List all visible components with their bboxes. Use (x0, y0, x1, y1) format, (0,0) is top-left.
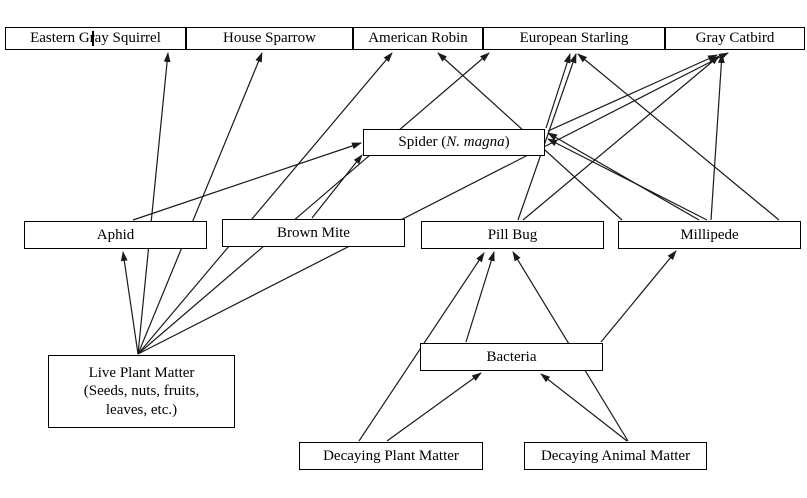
edge-decaying_plant_matter-to-bacteria (386, 372, 482, 442)
node-bacteria: Bacteria (420, 343, 603, 371)
node-aphid: Aphid (24, 221, 207, 249)
edge-bacteria-to-pill_bug (465, 251, 495, 343)
edge-spider-to-starling (545, 53, 571, 129)
node-label: Decaying Animal Matter (540, 447, 691, 464)
edge-live_plant_matter-to-catbird (137, 52, 729, 355)
node-spider: Spider (N. magna) (363, 129, 545, 156)
edge-spider-to-catbird (547, 54, 718, 132)
edge-brown_mite-to-spider (311, 154, 363, 219)
edge-live_plant_matter-to-squirrel (137, 52, 171, 355)
edge-millipede-to-spider (547, 132, 700, 221)
node-label: Decaying Plant Matter (323, 447, 459, 464)
node-label: Gray Catbird (695, 30, 775, 47)
node-label: Pill Bug (487, 226, 538, 243)
edge-millipede-to-catbird (710, 53, 725, 221)
edge-millipede-to-starling (577, 53, 780, 221)
node-millipede: Millipede (618, 221, 801, 249)
node-european-starling: European Starling (483, 27, 665, 50)
edge-pill_bug-to-starling (517, 53, 577, 221)
node-label: Aphid (96, 226, 135, 243)
node-label: American Robin (368, 30, 468, 47)
edge-pill_bug-to-catbird (522, 55, 720, 221)
node-live-plant-matter: Live Plant Matter (Seeds, nuts, fruits, … (48, 355, 235, 428)
edge-bacteria-to-millipede (600, 250, 677, 343)
node-decaying-plant-matter: Decaying Plant Matter (299, 442, 483, 470)
node-label: Millipede (680, 226, 739, 243)
node-american-robin: American Robin (353, 27, 483, 50)
edge-live_plant_matter-to-starling (137, 52, 490, 355)
edge-live_plant_matter-to-sparrow (137, 52, 263, 355)
node-eastern-gray-squirrel: Eastern Gray Squirrel (5, 27, 186, 50)
node-label: House Sparrow (223, 30, 316, 47)
node-brown-mite: Brown Mite (222, 219, 405, 247)
node-label: Eastern Gray Squirrel (30, 30, 161, 47)
node-label: Spider (N. magna) (398, 134, 510, 151)
node-label: Live Plant Matter (Seeds, nuts, fruits, … (83, 365, 200, 418)
node-gray-catbird: Gray Catbird (665, 27, 805, 50)
edge-live_plant_matter-to-aphid (120, 251, 139, 355)
node-pill-bug: Pill Bug (421, 221, 604, 249)
node-label: European Starling (519, 30, 629, 47)
text-cursor (92, 31, 94, 46)
node-decaying-animal-matter: Decaying Animal Matter (524, 442, 707, 470)
edge-decaying_animal_matter-to-bacteria (540, 373, 628, 442)
node-house-sparrow: House Sparrow (186, 27, 353, 50)
node-label: Bacteria (486, 348, 537, 365)
node-label: Brown Mite (277, 224, 350, 241)
edge-aphid-to-spider (132, 142, 362, 221)
edge-millipede-to-spider (547, 138, 708, 221)
edge-live_plant_matter-to-robin (137, 52, 393, 355)
